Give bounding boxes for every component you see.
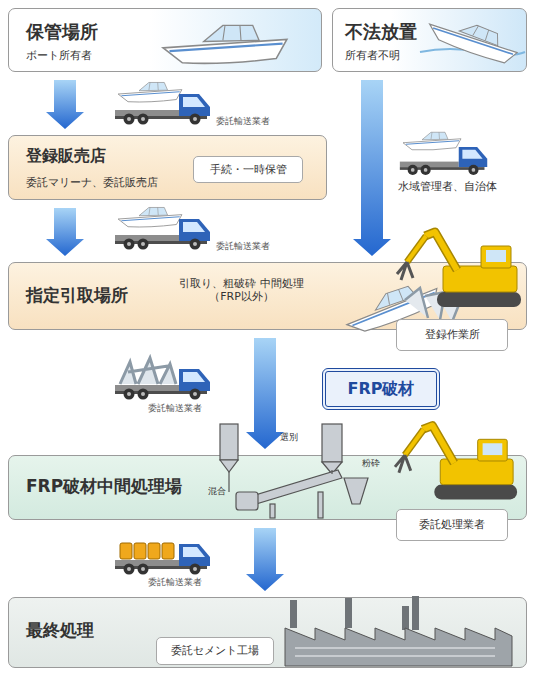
flow-arrow bbox=[46, 80, 84, 129]
truck-debris bbox=[115, 358, 210, 400]
node-subtext: ボート所有者 bbox=[26, 49, 92, 62]
truck-boat bbox=[115, 207, 210, 249]
node-title: 手続・一時保管 bbox=[210, 163, 287, 176]
note-box: 登録作業所 bbox=[396, 319, 508, 351]
material-box: FRP破材 bbox=[322, 368, 440, 410]
caption-label: 選別 bbox=[280, 432, 298, 443]
note-box: 手続・一時保管 bbox=[193, 156, 303, 183]
node-title: 委託セメント工場 bbox=[171, 644, 259, 657]
flow-arrow bbox=[246, 528, 284, 591]
node-title: 不法放置 bbox=[345, 21, 417, 43]
note-box: 委託セメント工場 bbox=[156, 637, 274, 665]
node-title: 登録作業所 bbox=[425, 328, 480, 341]
flow-arrow bbox=[246, 338, 284, 449]
node-title: 指定引取場所 bbox=[26, 285, 128, 305]
stage-band: 指定引取場所引取り、粗破砕 中間処理（FRP以外）登録作業所 bbox=[8, 262, 527, 330]
stage-band: 最終処理委託セメント工場 bbox=[8, 597, 527, 668]
source-box: 保管場所ボート所有者 bbox=[8, 8, 322, 72]
truck-boat bbox=[400, 132, 487, 175]
stage-band: 登録販売店委託マリーナ、委託販売店 手続・一時保管 bbox=[8, 135, 327, 200]
caption-label: 水域管理者、自治体 bbox=[398, 180, 497, 193]
node-title: FRP破材中間処理場 bbox=[26, 476, 182, 496]
node-subtext: 所有者不明 bbox=[345, 49, 400, 62]
caption-label: 粉砕 bbox=[362, 458, 380, 469]
node-title: 委託処理業者 bbox=[419, 518, 485, 531]
note-box: 委託処理業者 bbox=[396, 509, 508, 541]
truck-drums bbox=[115, 543, 210, 575]
flow-arrow bbox=[353, 80, 391, 256]
caption-label: 委託輸送業者 bbox=[216, 241, 270, 252]
node-title: 登録販売店 bbox=[26, 146, 106, 165]
caption-label: 委託輸送業者 bbox=[148, 577, 202, 588]
node-title: 最終処理 bbox=[26, 620, 94, 640]
node-subtext: 引取り、粗破砕 中間処理（FRP以外） bbox=[174, 277, 309, 303]
flow-arrow bbox=[46, 208, 84, 256]
caption-label: 委託輸送業者 bbox=[148, 403, 202, 414]
node-title: 保管場所 bbox=[26, 21, 98, 43]
source-box: 不法放置所有者不明 bbox=[332, 8, 527, 72]
caption-label: 混合 bbox=[208, 486, 226, 497]
node-subtext: 委託マリーナ、委託販売店 bbox=[26, 176, 158, 189]
truck-boat bbox=[115, 82, 210, 124]
caption-label: 委託輸送業者 bbox=[216, 116, 270, 127]
stage-band: FRP破材中間処理場委託処理業者 bbox=[8, 455, 527, 520]
node-title: FRP破材 bbox=[348, 379, 415, 398]
